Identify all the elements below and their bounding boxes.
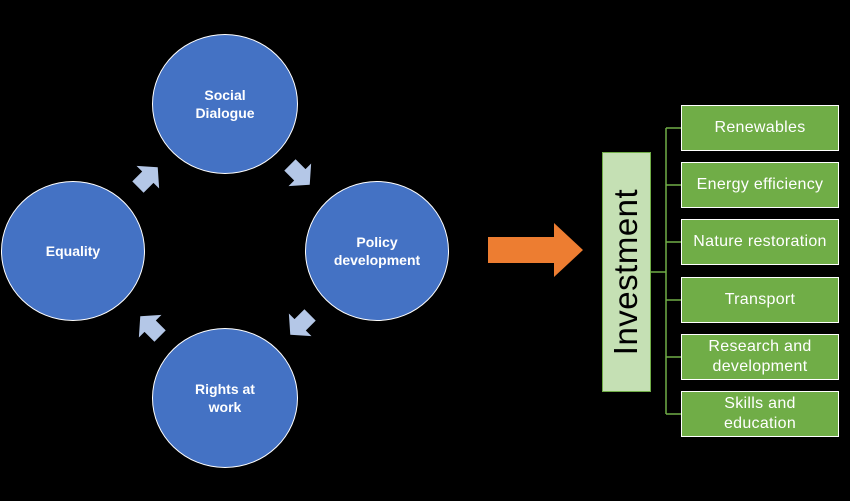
rights-at-work-node: Rights at work — [152, 328, 298, 468]
arrow-policy-to-rights — [288, 309, 316, 337]
arrow-to-investment — [488, 223, 583, 277]
equality-label: Equality — [45, 243, 101, 259]
investment-title: Investment — [607, 188, 645, 356]
item-skills-education: Skills and education — [681, 391, 839, 437]
rights-at-work-label: Rights at work — [195, 381, 255, 415]
arrow-rights-to-equality — [138, 314, 166, 342]
investment-box: Investment — [602, 152, 651, 392]
policy-development-node: Policy development — [305, 181, 449, 321]
item-transport: Transport — [681, 277, 839, 323]
policy-development-label: Policy development — [333, 234, 421, 268]
social-dialogue-label: Social Dialogue — [195, 87, 255, 121]
item-energy-efficiency: Energy efficiency — [681, 162, 839, 208]
investment-bracket — [651, 127, 681, 415]
arrow-equality-to-social — [132, 165, 160, 193]
item-renewables: Renewables — [681, 105, 839, 151]
arrow-social-to-policy — [284, 159, 312, 187]
equality-node: Equality — [1, 181, 145, 321]
item-research-development: Research and development — [681, 334, 839, 380]
item-nature-restoration: Nature restoration — [681, 219, 839, 265]
social-dialogue-node: Social Dialogue — [152, 34, 298, 174]
